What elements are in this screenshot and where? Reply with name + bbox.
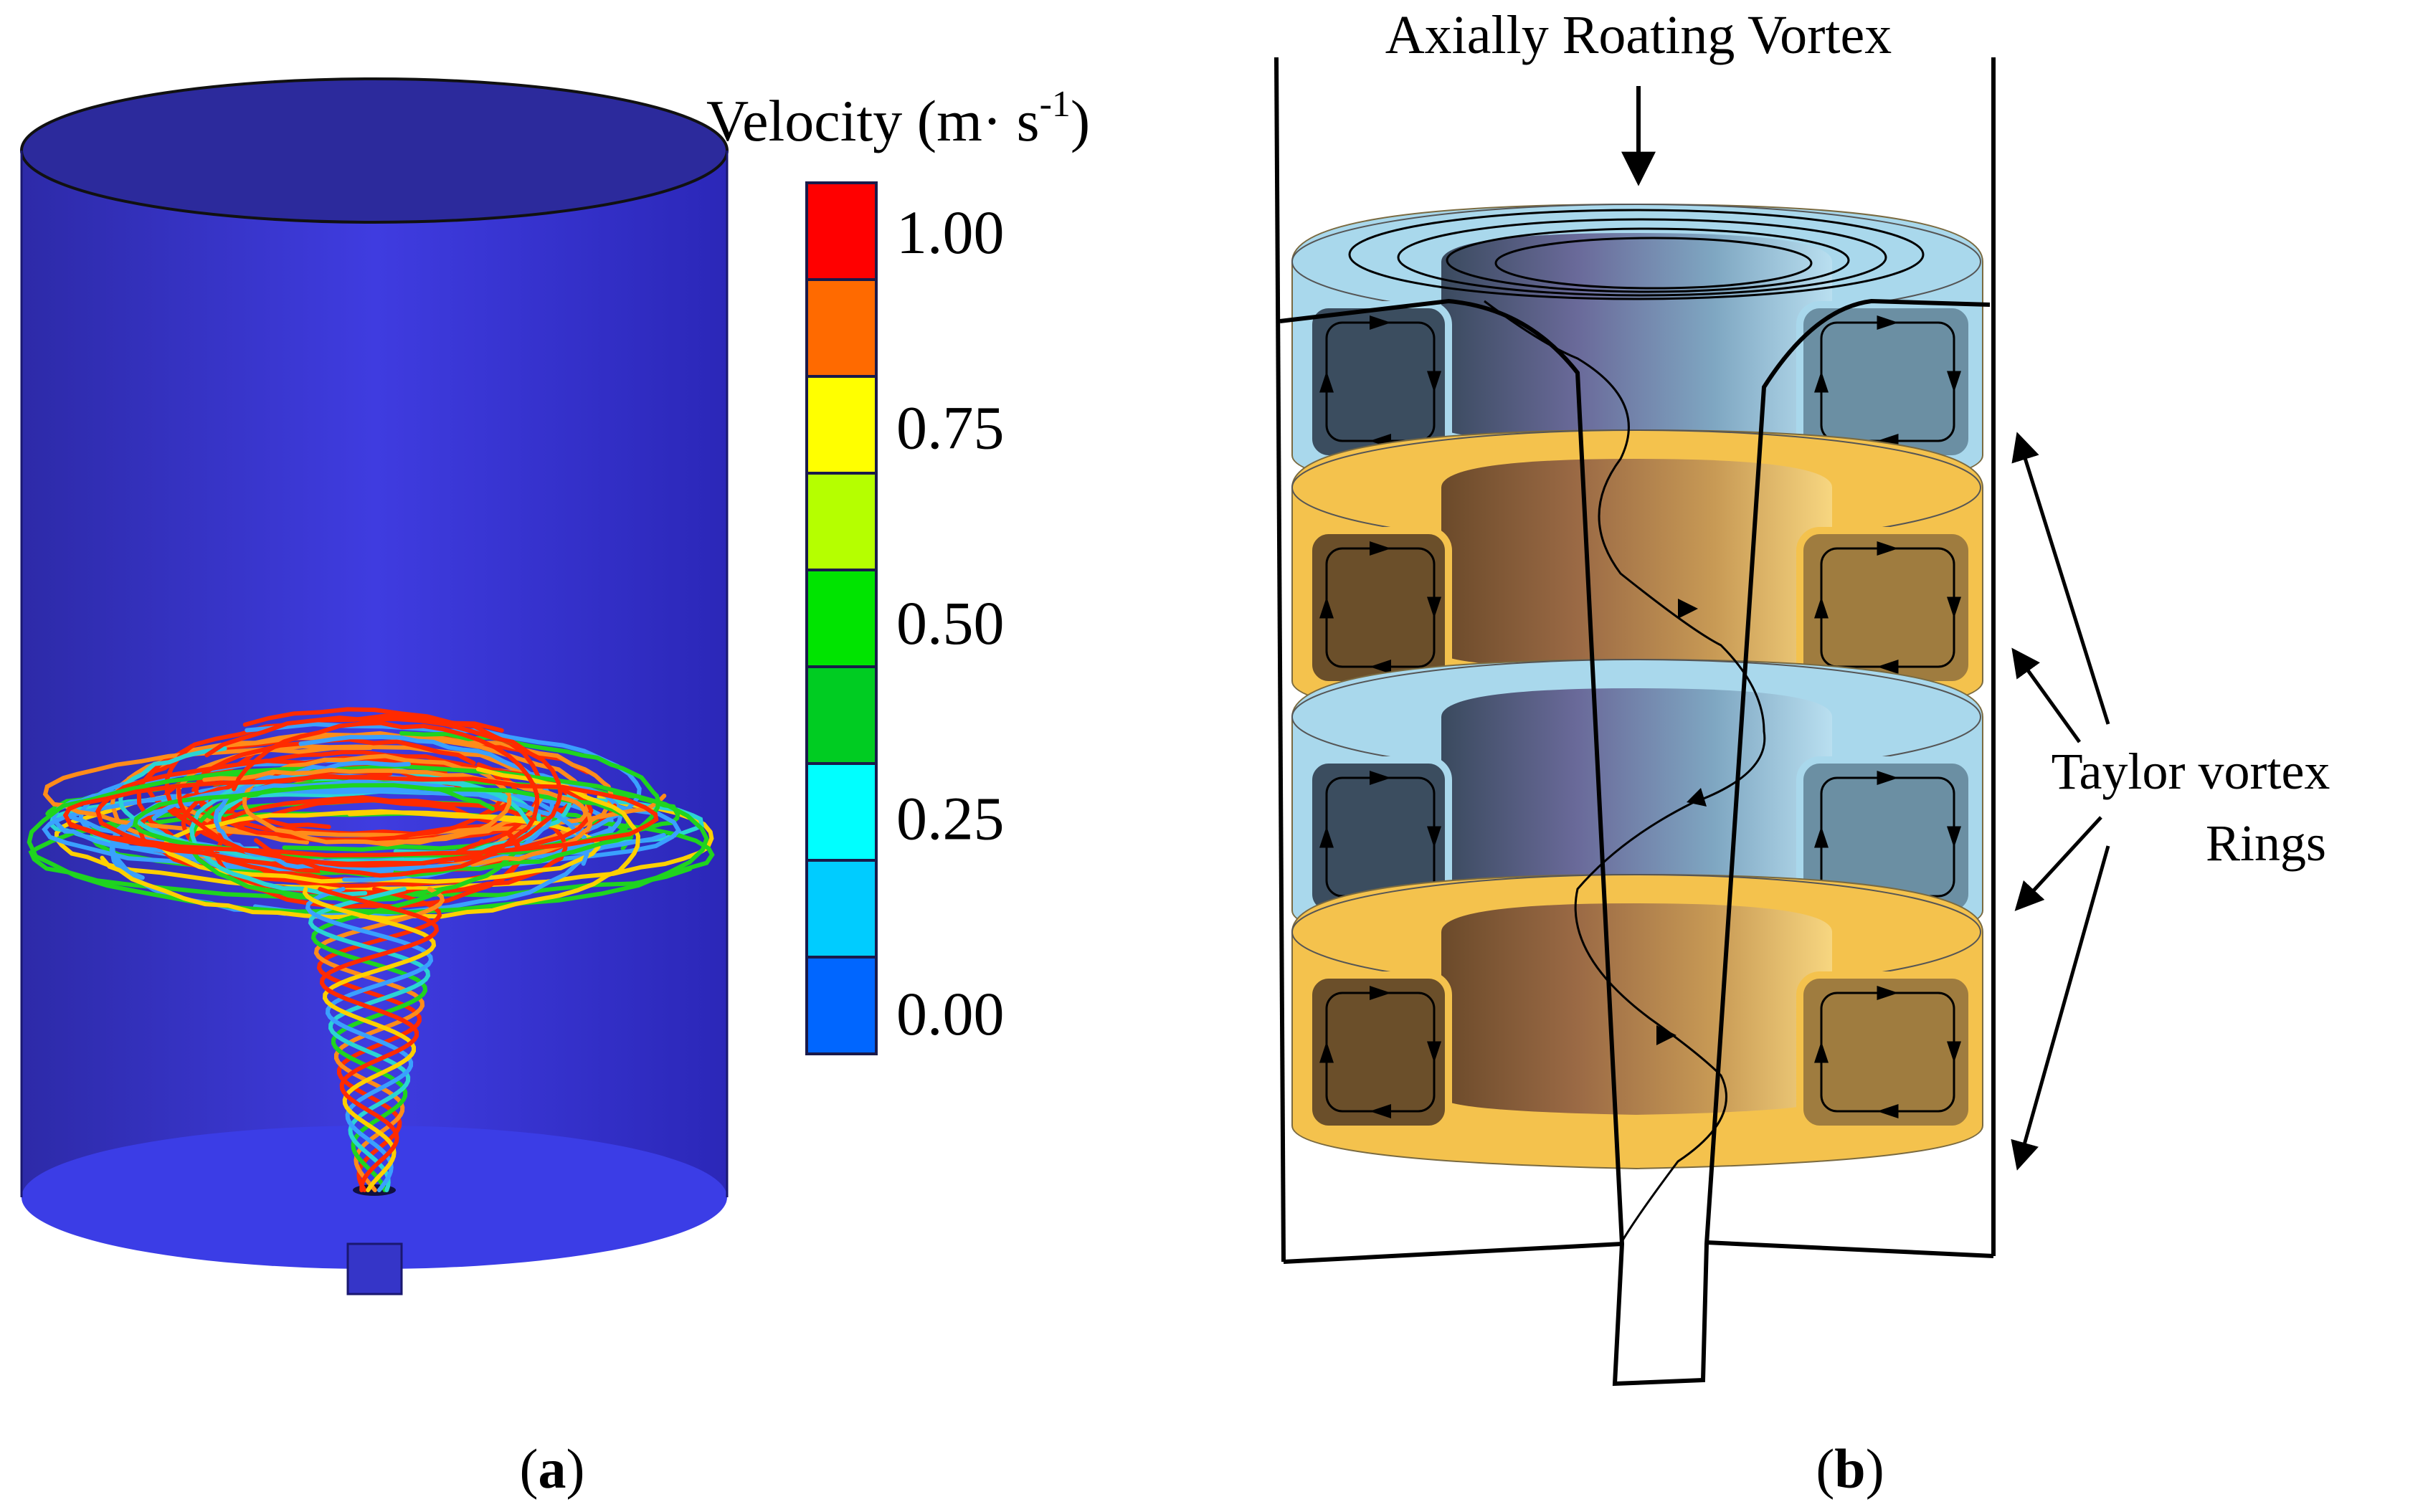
streamline bbox=[62, 774, 659, 858]
streamline-helix bbox=[305, 887, 434, 1192]
axial-vortex-funnel bbox=[1279, 298, 1991, 1387]
vessel-bottom bbox=[22, 1126, 727, 1269]
vortex-rings bbox=[1291, 203, 1983, 1170]
streamline bbox=[213, 760, 411, 875]
legend-tick-label: 0.00 bbox=[896, 979, 1005, 1048]
velocity-legend: Velocity (m· s-1) 1.00 0.75 0.50 0.25 0.00 bbox=[706, 84, 1090, 1055]
outlet-pipe bbox=[346, 1242, 403, 1295]
legend-ticks: 1.00 0.75 0.50 0.25 0.00 bbox=[896, 198, 1005, 1048]
streamline-helix bbox=[308, 887, 431, 1192]
streamline bbox=[319, 731, 660, 878]
vessel-outline bbox=[1274, 57, 1996, 1264]
caption-b: (b) bbox=[1816, 1437, 1884, 1500]
streamline-helix bbox=[318, 887, 440, 1192]
legend-swatch bbox=[805, 665, 878, 765]
caption-a: (a) bbox=[520, 1437, 585, 1500]
streamline bbox=[162, 809, 601, 884]
legend-swatch bbox=[805, 569, 878, 668]
legend-tick-label: 0.75 bbox=[896, 394, 1005, 462]
taylor-label-line2: Rings bbox=[2206, 814, 2326, 872]
streamline bbox=[176, 715, 563, 868]
legend-tick-label: 1.00 bbox=[896, 198, 1005, 267]
axial-vortex-label: Axially Roating Vortex bbox=[1385, 5, 1892, 65]
legend-tick-label: 0.50 bbox=[896, 589, 1005, 657]
legend-swatch bbox=[805, 278, 878, 378]
taylor-label-line1: Taylor vortex bbox=[2052, 743, 2330, 800]
streamline-helix bbox=[302, 887, 437, 1192]
legend-swatches bbox=[805, 181, 878, 1055]
vortex-ring bbox=[1291, 429, 1983, 726]
vessel-top bbox=[20, 77, 729, 224]
panel-a: Velocity (m· s-1) 1.00 0.75 0.50 0.25 0.00 (… bbox=[20, 77, 1090, 1500]
streamline bbox=[242, 753, 512, 847]
streamline bbox=[189, 766, 533, 897]
legend-swatch bbox=[805, 375, 878, 475]
legend-swatch bbox=[805, 956, 878, 1055]
streamlines bbox=[27, 707, 715, 1192]
legend-tick-label: 0.25 bbox=[896, 784, 1005, 853]
legend-swatch bbox=[805, 181, 878, 281]
streamline-arrows bbox=[1656, 599, 1707, 1045]
panel-b: Axially Roating Vortex Taylor vortex Rin… bbox=[1274, 5, 2330, 1500]
legend-title: Velocity (m· s-1) bbox=[706, 84, 1090, 153]
streamline bbox=[232, 721, 540, 878]
legend-swatch bbox=[805, 762, 878, 862]
vortex-ring bbox=[1291, 203, 1983, 500]
legend-swatch bbox=[805, 472, 878, 571]
taylor-arrows bbox=[2011, 432, 2110, 1171]
streamline bbox=[100, 766, 641, 921]
legend-swatch bbox=[805, 859, 878, 959]
vortex-ring bbox=[1291, 873, 1983, 1170]
helical-streamline bbox=[1484, 300, 1766, 1245]
streamline bbox=[118, 746, 573, 866]
